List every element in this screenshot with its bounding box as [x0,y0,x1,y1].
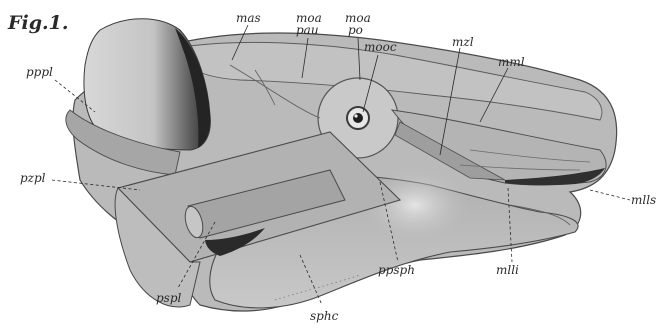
label-mlls: mlls [631,194,656,206]
label-mml: mml [498,56,525,68]
label-ppsph: ppsph [378,264,415,276]
label-pppl: pppl [26,66,53,78]
label-mooc: mooc [364,41,397,53]
label-pspl: pspl [156,292,181,304]
leader-mlls [590,190,630,200]
label-mlli: mlli [496,264,519,276]
label-moa-pau-line2: pau [296,24,319,36]
figure-title: Fig.1. [8,12,68,34]
label-pzpl: pzpl [20,172,46,184]
label-mzl: mzl [452,36,474,48]
label-moa-po-line2: po [348,24,363,36]
label-mas: mas [236,12,261,24]
eye-pupil [353,113,363,123]
eye-highlight [354,114,357,117]
label-sphc: sphc [310,310,338,322]
